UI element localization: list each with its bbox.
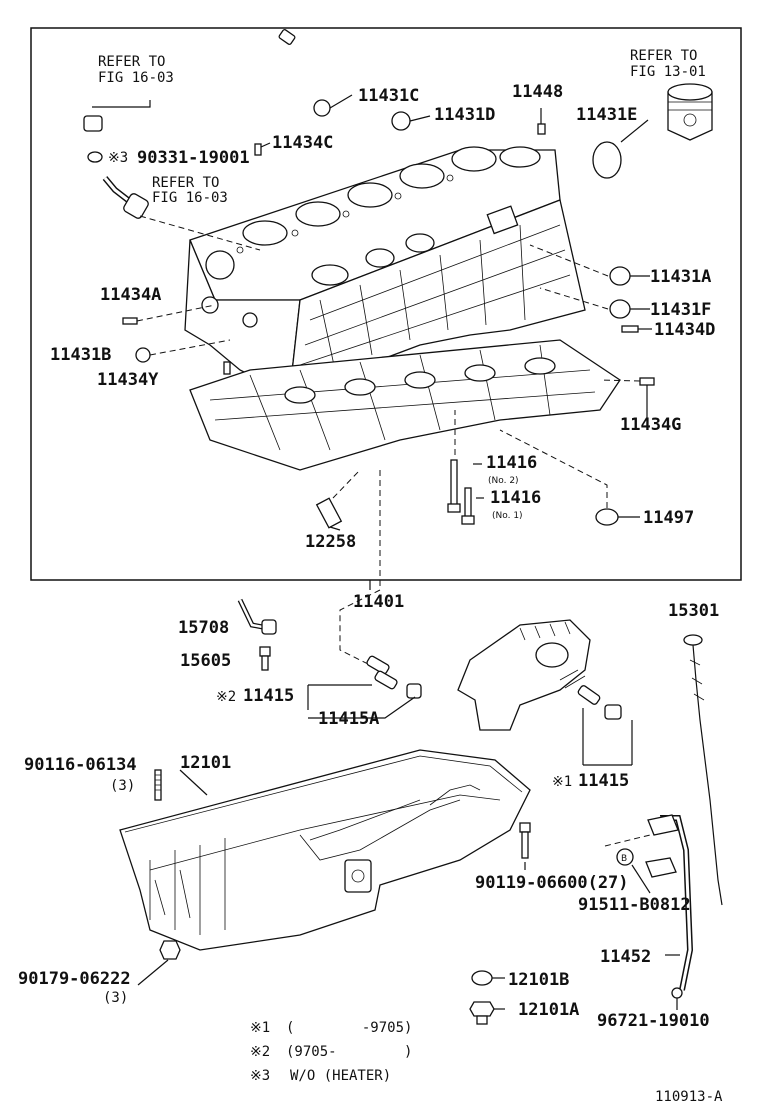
part-label-15605: 15605 <box>180 651 231 671</box>
part-qty-90179: (3) <box>103 990 128 1006</box>
block-assembly-frame <box>30 27 742 581</box>
ref-16-03-b-line1: REFER TO <box>152 175 219 191</box>
oil-tube-upper <box>83 29 332 132</box>
part-label-11415-note2: 11415 <box>243 686 294 706</box>
note2-mark-11415: ※2 <box>216 689 236 705</box>
footnote-1-text: ( -9705) <box>286 1020 412 1036</box>
part-qty-90116: (3) <box>110 778 135 794</box>
footnote-1-mark: ※1 <box>250 1020 270 1036</box>
part-label-96721: 96721-19010 <box>597 1011 710 1031</box>
nut-90179 <box>159 940 181 960</box>
part-label-11415A: 11415A <box>318 709 379 729</box>
ref-13-01-line2: FIG 13-01 <box>630 64 706 80</box>
part-label-15708: 15708 <box>178 618 229 638</box>
figure-id: 110913-A <box>655 1089 723 1105</box>
part-label-11434G: 11434G <box>620 415 681 435</box>
part-label-12258: 12258 <box>305 532 356 552</box>
pin-11434D <box>621 325 639 333</box>
stud-90116 <box>154 769 162 801</box>
part-label-11401: 11401 <box>353 592 404 612</box>
part-label-15301: 15301 <box>668 601 719 621</box>
part-label-11416-no2: 11416 <box>486 453 537 473</box>
bolt-91511-b <box>616 848 634 866</box>
note3-mark-90331: ※3 <box>108 150 128 166</box>
footnote-3-mark: ※3 <box>250 1068 270 1084</box>
bolt-90119 <box>519 822 531 859</box>
pin-11434C <box>254 143 262 156</box>
part-label-11434A: 11434A <box>100 285 161 305</box>
part-sub-11416-no2: (No. 2) <box>488 476 519 486</box>
plug-11497 <box>595 508 619 526</box>
pin-11434Y <box>223 361 231 375</box>
plug-11431F <box>609 299 631 319</box>
footnote-3-text: W/O (HEATER) <box>290 1068 391 1084</box>
bolt-11416-no2 <box>447 459 461 513</box>
plug-11431C <box>313 99 331 117</box>
part-label-11431E: 11431E <box>576 105 637 125</box>
part-label-11415-note1: 11415 <box>578 771 629 791</box>
footnotes: ※1 ( -9705) ※2 (9705- ) ※3 W/O (HEATER) <box>250 1020 412 1084</box>
part-sub-11416-no1: (No. 1) <box>492 511 523 521</box>
plug-11431E <box>592 141 622 179</box>
pin-11448 <box>537 123 546 135</box>
cylinder-block-drawing <box>184 146 621 471</box>
part-label-11431B: 11431B <box>50 345 111 365</box>
oil-filter-bracket <box>457 619 591 731</box>
part-label-90179: 90179-06222 <box>18 969 131 989</box>
part-label-11431A: 11431A <box>650 267 711 287</box>
circle-b-marker: B <box>621 854 627 864</box>
oil-pan-12101 <box>119 749 531 951</box>
plug-11431D <box>391 111 411 131</box>
part-label-11497: 11497 <box>643 508 694 528</box>
pin-12258 <box>315 497 343 529</box>
ref-16-03-b-line2: FIG 16-03 <box>152 190 228 206</box>
footnote-2-mark: ※2 <box>250 1044 270 1060</box>
part-label-11431F: 11431F <box>650 300 711 320</box>
ref-16-03-a-line2: FIG 16-03 <box>98 70 174 86</box>
part-label-11434D: 11434D <box>654 320 715 340</box>
part-label-11452: 11452 <box>600 947 651 967</box>
part-label-91511: 91511-B0812 <box>578 895 691 915</box>
part-label-11431C: 11431C <box>358 86 419 106</box>
gasket-12101B <box>471 970 493 986</box>
pin-11434G <box>639 377 655 386</box>
oil-pipe-15708 <box>237 598 277 635</box>
part-label-11416-no1: 11416 <box>490 488 541 508</box>
part-label-12101: 12101 <box>180 753 231 773</box>
bolt-11416-no1 <box>461 487 475 525</box>
plug-11431A <box>609 266 631 286</box>
part-label-11448: 11448 <box>512 82 563 102</box>
part-label-90116: 90116-06134 <box>24 755 137 775</box>
part-label-90331: 90331-19001 <box>137 148 250 168</box>
note1-mark-11415: ※1 <box>552 774 572 790</box>
part-label-90119: 90119-06600(27) <box>475 873 629 893</box>
dipstick-15301 <box>683 634 723 906</box>
part-label-12101B: 12101B <box>508 970 569 990</box>
bolt-15605 <box>259 646 271 671</box>
gasket-90331 <box>87 151 103 163</box>
part-label-12101A: 12101A <box>518 1000 579 1020</box>
ref-13-01-line1: REFER TO <box>630 48 697 64</box>
o-ring-96721 <box>671 987 683 999</box>
oil-tube-lower <box>102 176 149 219</box>
plug-11431B <box>135 347 151 363</box>
part-label-11434Y: 11434Y <box>97 370 159 390</box>
ref-16-03-a-line1: REFER TO <box>98 54 165 70</box>
footnote-2-text: (9705- ) <box>286 1044 412 1060</box>
part-label-11431D: 11431D <box>434 105 495 125</box>
oil-jet-11415-upper <box>366 655 422 699</box>
oil-jet-11415-lower <box>577 685 622 720</box>
part-label-11434C: 11434C <box>272 133 333 153</box>
drain-plug-12101A <box>469 1001 495 1025</box>
pin-11434A <box>122 317 138 325</box>
piston <box>667 83 713 141</box>
dipstick-guide-11452 <box>645 814 694 991</box>
